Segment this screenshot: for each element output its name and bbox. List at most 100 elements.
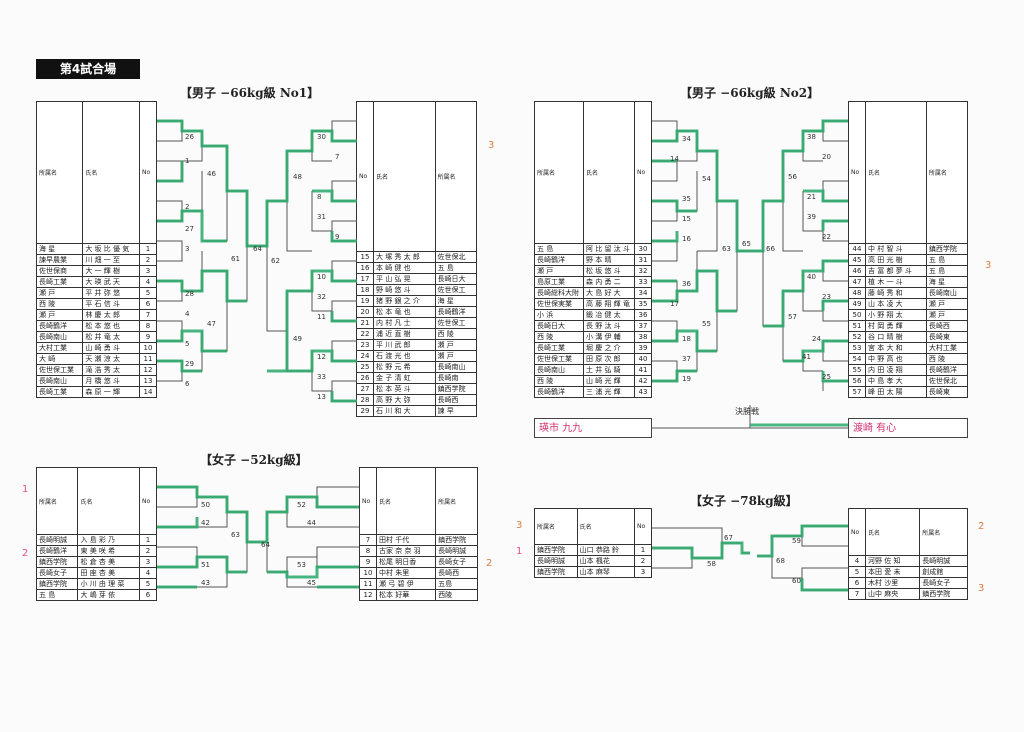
cell-name: 滝 浩 秀 太 — [82, 364, 140, 376]
cell-name: 阿 比 留 汰 斗 — [583, 243, 635, 255]
section-title-m66-2: 【男子 −66kg級 No2】 — [680, 86, 820, 100]
cell-team: 佐世保北 — [434, 251, 477, 263]
cell-no: 39 — [634, 342, 652, 354]
svg-text:53: 53 — [297, 561, 306, 569]
cell-no: 18 — [356, 284, 374, 296]
svg-text:49: 49 — [293, 335, 302, 343]
header-no: No — [139, 101, 157, 244]
mark-w52-2: 2 — [22, 548, 29, 559]
cell-no: 37 — [634, 320, 652, 332]
cell-name: 小 溝 伊 輔 — [583, 331, 635, 343]
cell-name: 小 川 由 理 菜 — [77, 578, 140, 590]
cell-team: 長崎鶴洋 — [925, 364, 969, 376]
cell-name: 大 塚 秀 太 郎 — [373, 251, 436, 263]
svg-text:64: 64 — [261, 541, 270, 549]
cell-no: 27 — [356, 383, 374, 395]
cell-no: 43 — [634, 386, 652, 398]
svg-text:10: 10 — [317, 273, 326, 281]
cell-no: 28 — [356, 394, 374, 406]
svg-text:12: 12 — [317, 353, 326, 361]
cell-team: 長崎鶴洋 — [534, 254, 584, 266]
cell-name: 藤 崎 秀 和 — [865, 287, 927, 299]
cell-team: 大村工業 — [35, 342, 84, 354]
svg-text:19: 19 — [682, 375, 691, 383]
svg-text:39: 39 — [807, 213, 816, 221]
svg-text:27: 27 — [185, 225, 194, 233]
cell-no: 4 — [848, 555, 866, 567]
svg-text:26: 26 — [185, 133, 194, 141]
cell-no: 32 — [634, 265, 652, 277]
cell-team: 長崎女子 — [919, 577, 968, 589]
svg-text:31: 31 — [317, 213, 326, 221]
svg-text:46: 46 — [207, 170, 216, 178]
cell-team: 鎮西学院 — [534, 544, 578, 556]
header-team: 所属名 — [534, 101, 584, 244]
cell-name: 松 倉 杏 美 — [77, 556, 140, 568]
cell-no: 56 — [848, 375, 866, 387]
cell-no: 14 — [139, 386, 157, 398]
cell-team: 五 島 — [434, 262, 477, 274]
svg-text:43: 43 — [201, 579, 210, 587]
svg-text:60: 60 — [792, 577, 801, 585]
svg-text:51: 51 — [201, 561, 210, 569]
mark-w78-r3: 3 — [978, 583, 985, 594]
header-team: 所属名 — [534, 508, 578, 545]
cell-team: 長崎明誠 — [435, 545, 478, 557]
cell-team: 長崎西 — [925, 320, 969, 332]
cell-team: 瀬 戸 — [434, 350, 477, 362]
cell-name: 田 原 次 郎 — [583, 353, 635, 365]
cell-team: 創成館 — [919, 566, 968, 578]
svg-text:50: 50 — [201, 501, 210, 509]
cell-team: 瀬 戸 — [35, 287, 84, 299]
cell-name: 猪 野 銀 之 介 — [373, 295, 436, 307]
cell-team: 海 星 — [925, 276, 969, 288]
cell-no: 9 — [139, 331, 157, 343]
cell-no: 25 — [356, 361, 374, 373]
cell-no: 51 — [848, 320, 866, 332]
svg-text:42: 42 — [201, 519, 210, 527]
svg-text:62: 62 — [271, 257, 280, 265]
svg-text:36: 36 — [682, 280, 691, 288]
cell-name: 東 美 咲 希 — [77, 545, 140, 557]
cell-name: 大 一 輝 樹 — [82, 265, 140, 277]
svg-text:38: 38 — [807, 133, 816, 141]
cell-name: 吉 冨 都 夢 斗 — [865, 265, 927, 277]
cell-no: 30 — [634, 243, 652, 255]
cell-no: 16 — [356, 262, 374, 274]
cell-team: 長崎南山 — [534, 364, 584, 376]
cell-team: 長崎明誠 — [35, 534, 79, 546]
cell-team: 長崎工業 — [35, 386, 84, 398]
cell-name: 中 野 高 也 — [865, 353, 927, 365]
cell-team: 佐世保工 — [434, 284, 477, 296]
cell-name: 木村 沙里 — [864, 577, 921, 589]
cell-name: 石 川 和 大 — [373, 405, 436, 417]
svg-text:34: 34 — [682, 135, 691, 143]
svg-text:54: 54 — [702, 175, 711, 183]
cell-no: 24 — [356, 350, 374, 362]
cell-team: 五 島 — [534, 243, 584, 255]
cell-team: 長崎総科大附 — [534, 287, 584, 299]
svg-text:24: 24 — [812, 335, 821, 343]
svg-text:30: 30 — [317, 133, 326, 141]
final-left-winner: 瑛市 九九 — [534, 418, 652, 438]
